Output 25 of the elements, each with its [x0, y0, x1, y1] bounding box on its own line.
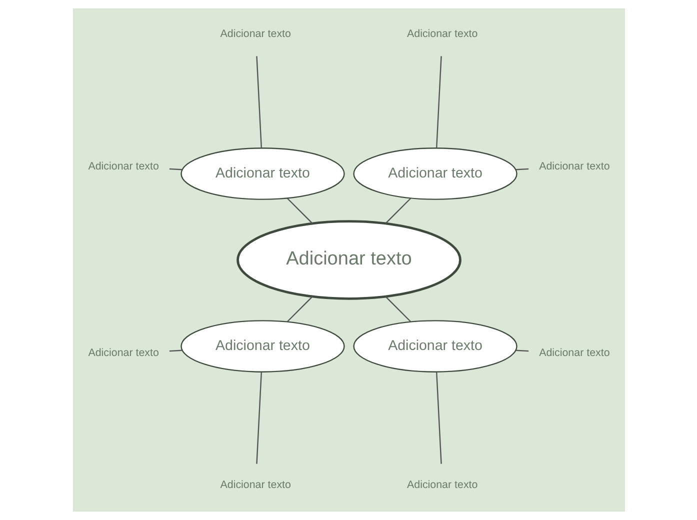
node-ellipse: Adicionar texto	[352, 148, 517, 200]
connector	[256, 372, 262, 464]
connector	[436, 56, 442, 148]
connector	[384, 198, 411, 224]
connector	[384, 296, 411, 322]
node-ellipse: Adicionar texto	[180, 320, 344, 372]
node-text: Adicionar texto	[406, 28, 478, 40]
node-text: Adicionar texto	[88, 160, 158, 172]
node-text: Adicionar texto	[406, 479, 478, 492]
node-text: Adicionar texto	[88, 346, 158, 359]
connector	[436, 372, 442, 464]
node-text: Adicionar texto	[538, 160, 610, 172]
node-text: Adicionar texto	[220, 28, 290, 40]
connector	[515, 168, 528, 170]
node-text: Adicionar texto	[538, 346, 610, 359]
connector	[286, 296, 312, 322]
node-ellipse: Adicionar texto	[236, 220, 461, 300]
connector	[256, 56, 262, 148]
node-ellipse: Adicionar texto	[180, 148, 344, 200]
connector	[168, 168, 182, 170]
connector	[515, 350, 528, 352]
node-text: Adicionar texto	[220, 479, 290, 492]
node-ellipse: Adicionar texto	[352, 320, 517, 372]
connector	[168, 350, 182, 352]
connector	[286, 198, 312, 224]
